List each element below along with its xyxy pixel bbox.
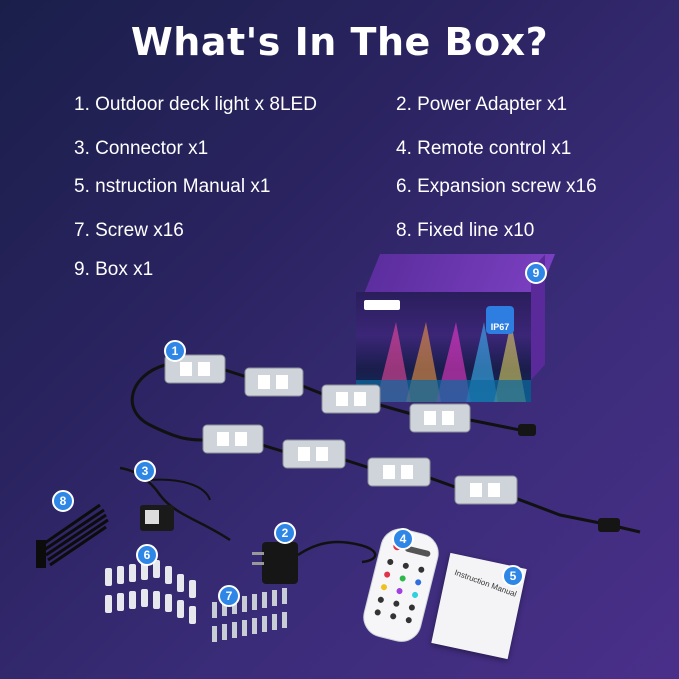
list-item: 5. nstruction Manual x1: [74, 176, 271, 197]
badge-7: 7: [218, 585, 240, 607]
badge-5: 5: [502, 565, 524, 587]
list-item: 6. Expansion screw x16: [396, 176, 597, 197]
box-light-beams: [356, 322, 531, 402]
page-title: What's In The Box?: [130, 20, 549, 64]
badge-9: 9: [525, 262, 547, 284]
list-item: 4. Remote control x1: [396, 138, 572, 159]
box-brand-logo: [364, 300, 400, 310]
badge-1: 1: [164, 340, 186, 362]
list-item: 3. Connector x1: [74, 138, 209, 159]
list-item: 8. Fixed line x10: [396, 220, 535, 241]
badge-2: 2: [274, 522, 296, 544]
badge-8: 8: [52, 490, 74, 512]
badge-6: 6: [136, 544, 158, 566]
list-item: 9. Box x1: [74, 259, 154, 280]
badge-3: 3: [134, 460, 156, 482]
list-item: 2. Power Adapter x1: [396, 94, 568, 115]
badge-4: 4: [392, 528, 414, 550]
ip-rating-badge: IP67: [486, 306, 514, 334]
list-item: 7. Screw x16: [74, 220, 184, 241]
list-item: 1. Outdoor deck light x 8LED: [74, 94, 317, 115]
